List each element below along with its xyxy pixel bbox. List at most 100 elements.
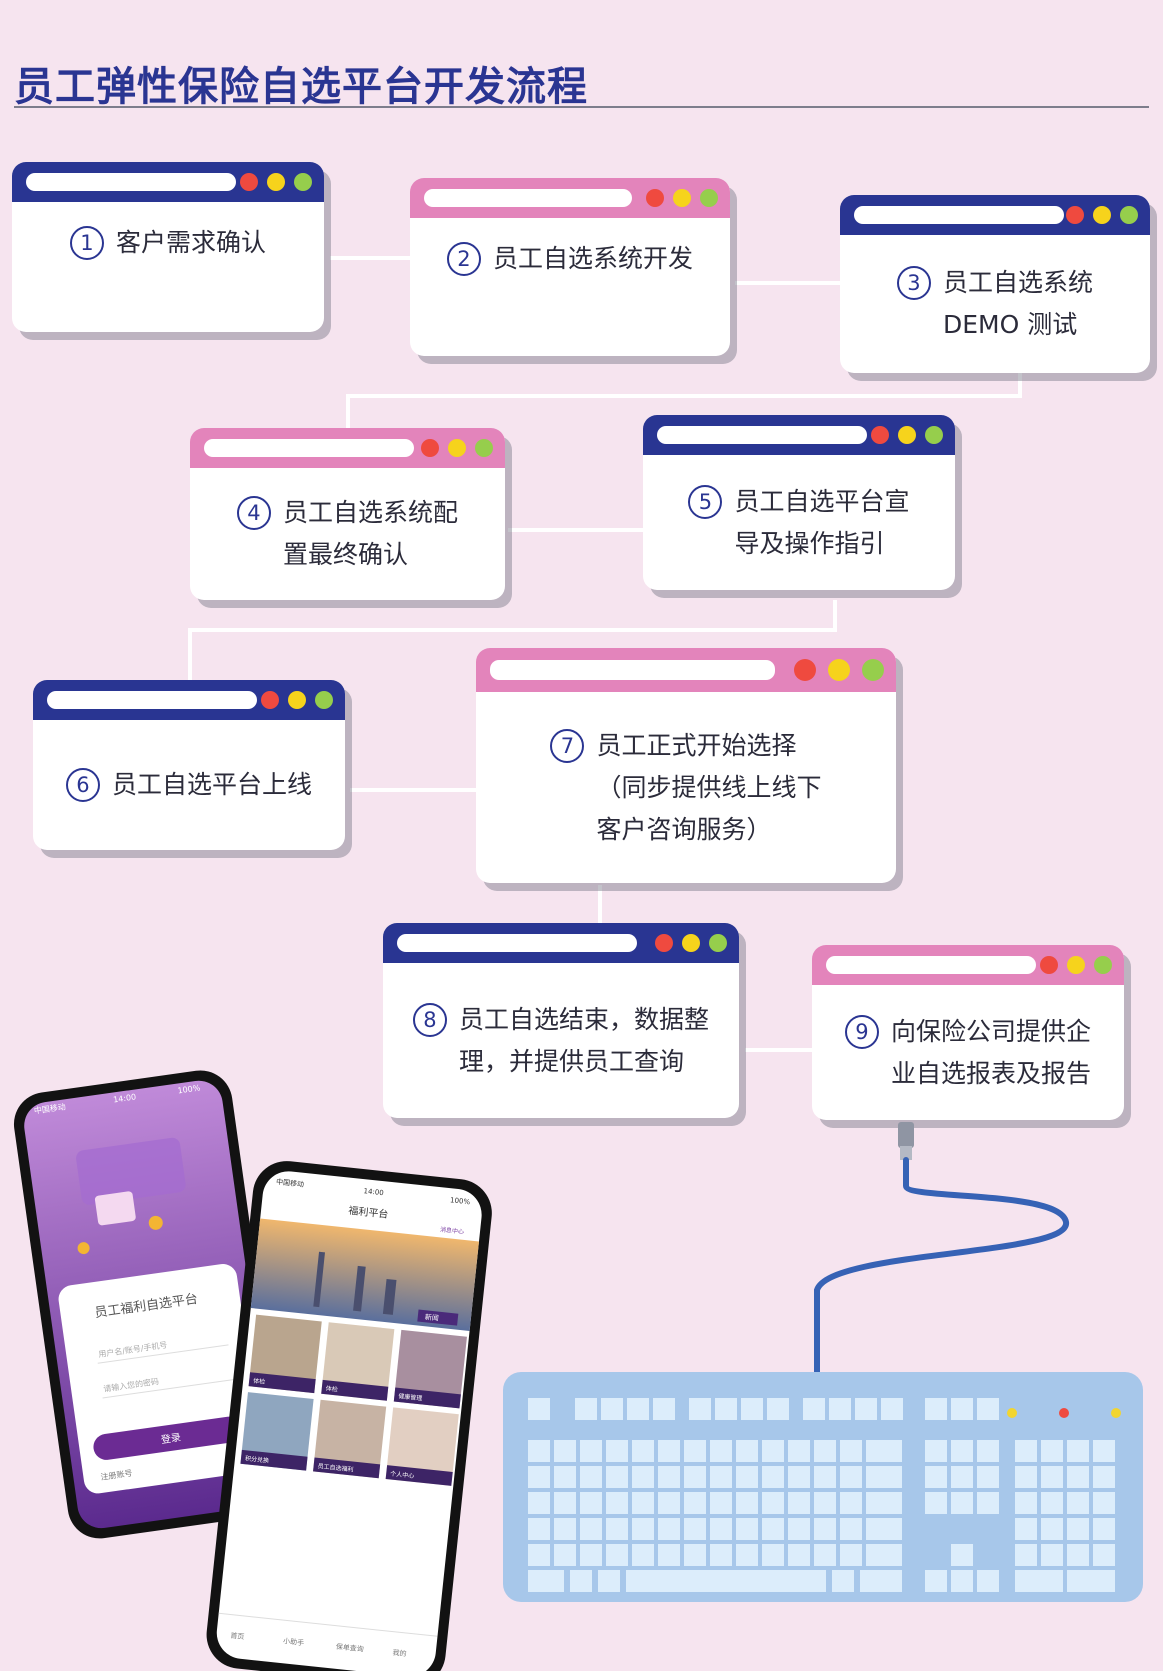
keyboard-key <box>570 1570 592 1592</box>
step-number: 9 <box>844 1014 879 1049</box>
keyboard-keys <box>528 1398 1115 1592</box>
keyboard-key <box>814 1440 836 1462</box>
keyboard-key <box>951 1570 973 1592</box>
keyboard-key <box>710 1492 732 1514</box>
status-carrier: 中国移动 <box>33 1101 66 1115</box>
address-bar <box>397 934 637 952</box>
keyboard-key <box>684 1466 706 1488</box>
keyboard-key <box>788 1466 810 1488</box>
portal-tile-image <box>385 1407 459 1486</box>
portal-tile-image <box>240 1392 314 1471</box>
keyboard-key <box>860 1570 902 1592</box>
step-label: 员工自选系统开发 <box>492 244 693 273</box>
keyboard-key <box>1093 1544 1115 1566</box>
window-dots <box>1066 206 1138 224</box>
keyboard-key <box>866 1544 902 1566</box>
status-battery: 100% <box>450 1196 471 1206</box>
keyboard-key <box>528 1492 550 1514</box>
keyboard-key <box>528 1398 550 1420</box>
keyboard-key <box>658 1492 680 1514</box>
keyboard-key <box>710 1440 732 1462</box>
nav-home[interactable]: 首页 <box>230 1631 245 1641</box>
portal-tile[interactable] <box>393 1387 461 1409</box>
keyboard-key <box>881 1398 903 1420</box>
keyboard-key <box>554 1440 576 1462</box>
keyboard-key <box>627 1398 649 1420</box>
keyboard-key <box>951 1398 973 1420</box>
keyboard-key <box>741 1398 763 1420</box>
keyboard-key <box>528 1518 550 1540</box>
keyboard-key <box>855 1398 877 1420</box>
window-dots <box>240 173 312 191</box>
keyboard-key <box>736 1544 758 1566</box>
nav-assistant[interactable]: 小助手 <box>283 1636 305 1647</box>
keyboard-key <box>606 1492 628 1514</box>
keyboard-key <box>814 1466 836 1488</box>
window-titlebar <box>190 428 505 468</box>
login-button[interactable]: 登录 <box>160 1431 182 1447</box>
keyboard-key <box>1093 1518 1115 1540</box>
portal-tile[interactable] <box>248 1372 316 1394</box>
portal-tile-label: 员工自选福利 <box>317 1462 354 1474</box>
step-number: 4 <box>236 496 271 530</box>
keyboard-key <box>710 1518 732 1540</box>
address-bar <box>424 189 632 207</box>
nav-policy[interactable]: 保单查询 <box>335 1642 364 1654</box>
keyboard-key <box>528 1570 564 1592</box>
message-center[interactable]: 消息中心 <box>440 1225 465 1235</box>
status-time: 14:00 <box>113 1092 137 1104</box>
keyboard-key <box>658 1466 680 1488</box>
address-bar <box>26 173 236 191</box>
portal-tile-image <box>321 1322 395 1401</box>
status-carrier: 中国移动 <box>276 1177 305 1189</box>
window-titlebar <box>812 945 1124 985</box>
portal-tile[interactable] <box>321 1379 389 1401</box>
keyboard-key <box>840 1466 862 1488</box>
connector-3-4 <box>346 370 1022 430</box>
keyboard-key <box>1041 1544 1063 1566</box>
keyboard-key <box>1067 1544 1089 1566</box>
keyboard-key <box>658 1440 680 1462</box>
window-dots <box>646 189 718 207</box>
register-link[interactable]: 注册账号 <box>100 1468 133 1482</box>
portal-tile-image <box>393 1329 467 1409</box>
keyboard-key <box>736 1518 758 1540</box>
window-dots <box>1040 956 1112 974</box>
keyboard-key <box>977 1466 999 1488</box>
title-rule <box>14 106 1149 108</box>
keyboard-key <box>653 1398 675 1420</box>
keyboard-key <box>684 1440 706 1462</box>
portal-tile-image <box>313 1399 387 1479</box>
step-number: 2 <box>446 242 481 276</box>
portal-tile[interactable] <box>385 1465 453 1486</box>
keyboard-key <box>767 1398 789 1420</box>
keyboard-key <box>977 1492 999 1514</box>
window-titlebar <box>383 923 739 963</box>
nav-mine[interactable]: 我的 <box>392 1648 407 1658</box>
keyboard-key <box>1067 1466 1089 1488</box>
keyboard-key <box>1067 1492 1089 1514</box>
portal-tile[interactable] <box>240 1449 308 1471</box>
page-title: 员工弹性保险自选平台开发流程 <box>14 64 588 110</box>
keyboard-key <box>1041 1518 1063 1540</box>
window-dots <box>871 426 943 444</box>
address-bar <box>204 439 414 457</box>
keyboard-key <box>1041 1492 1063 1514</box>
step-number: 5 <box>688 484 723 519</box>
address-bar <box>826 956 1036 974</box>
keyboard-key <box>832 1570 854 1592</box>
keyboard-key <box>710 1466 732 1488</box>
keyboard-key <box>762 1544 784 1566</box>
keyboard-key <box>788 1518 810 1540</box>
window-titlebar <box>33 680 345 720</box>
portal-tile[interactable] <box>313 1457 381 1479</box>
keyboard-key <box>684 1492 706 1514</box>
keyboard-key <box>951 1544 973 1566</box>
step-label: 员工自选平台上线 <box>111 770 312 799</box>
keyboard-key <box>554 1466 576 1488</box>
banner-tag[interactable]: 新闻 <box>424 1312 439 1322</box>
keyboard-key <box>788 1440 810 1462</box>
